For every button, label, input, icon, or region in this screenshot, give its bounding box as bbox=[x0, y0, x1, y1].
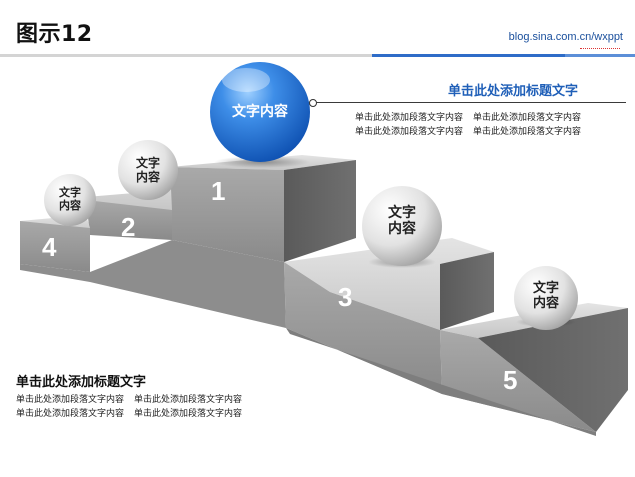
step-5-side bbox=[478, 308, 628, 432]
header-divider-blue-light bbox=[565, 54, 635, 57]
ball-4-label-line2: 内容 bbox=[59, 198, 81, 212]
base-front-right bbox=[286, 328, 596, 436]
right-paragraph-row: 单击此处添加段落文字内容单击此处添加段落文字内容 bbox=[355, 111, 591, 125]
right-paragraph-row: 单击此处添加段落文字内容单击此处添加段落文字内容 bbox=[355, 125, 591, 139]
connector-dot bbox=[309, 99, 317, 107]
left-paragraph-row: 单击此处添加段落文字内容单击此处添加段落文字内容 bbox=[16, 407, 252, 421]
left-paragraph-row: 单击此处添加段落文字内容单击此处添加段落文字内容 bbox=[16, 393, 252, 407]
step-1-side bbox=[284, 160, 356, 262]
right-heading-rule bbox=[316, 102, 626, 103]
ball-1-label-line1: 文字内容 bbox=[232, 104, 288, 120]
step-1-front bbox=[170, 167, 284, 262]
header-divider-gray bbox=[0, 54, 372, 57]
left-heading: 单击此处添加标题文字 bbox=[16, 375, 147, 390]
ball-4-label: 文字 内容 bbox=[50, 186, 90, 212]
ball-3-label-line1: 文字 bbox=[388, 205, 416, 221]
right-heading: 单击此处添加标题文字 bbox=[448, 84, 579, 99]
ball-3-label: 文字 内容 bbox=[372, 205, 432, 237]
header-divider-blue bbox=[372, 54, 635, 57]
ball-5-label-line2: 内容 bbox=[532, 295, 559, 311]
ball-3 bbox=[362, 186, 442, 266]
step-3-number: 3 bbox=[338, 282, 353, 312]
step-3-top bbox=[284, 238, 494, 330]
step-5-number: 5 bbox=[503, 365, 518, 395]
url-underline bbox=[580, 46, 620, 49]
step-3-block bbox=[284, 238, 494, 394]
ball-3-label-line2: 内容 bbox=[388, 221, 416, 238]
right-text-2: 单击此处添加段落文字内容 bbox=[473, 113, 582, 123]
right-text-1: 单击此处添加段落文字内容 bbox=[355, 113, 464, 123]
right-text-4: 单击此处添加段落文字内容 bbox=[473, 127, 582, 137]
left-text-1: 单击此处添加段落文字内容 bbox=[16, 395, 125, 405]
ball-4 bbox=[44, 174, 96, 226]
page-title: 图示12 bbox=[16, 22, 93, 47]
ball-5-label-line1: 文字 bbox=[532, 281, 559, 296]
left-text-2: 单击此处添加段落文字内容 bbox=[134, 395, 243, 405]
step-5-front bbox=[440, 330, 596, 432]
left-text-4: 单击此处添加段落文字内容 bbox=[134, 409, 243, 419]
step-3-side bbox=[440, 252, 494, 330]
ball-1-highlight bbox=[222, 68, 270, 92]
ball-2-label-line1: 文字 bbox=[135, 156, 160, 170]
ball-5-label: 文字 内容 bbox=[521, 281, 571, 312]
ball-2-label-line2: 内容 bbox=[135, 169, 160, 184]
step-1-number: 1 bbox=[211, 176, 226, 206]
source-url[interactable]: blog.sina.com.cn/wxppt bbox=[508, 31, 623, 43]
ball-4-label-line1: 文字 bbox=[59, 186, 81, 199]
right-paragraph: 单击此处添加段落文字内容单击此处添加段落文字内容 单击此处添加段落文字内容单击此… bbox=[355, 111, 591, 139]
left-text-3: 单击此处添加段落文字内容 bbox=[16, 409, 125, 419]
left-paragraph: 单击此处添加段落文字内容单击此处添加段落文字内容 单击此处添加段落文字内容单击此… bbox=[16, 393, 252, 421]
ball-1 bbox=[210, 62, 310, 162]
base-front-left bbox=[20, 240, 286, 328]
step-4-number: 4 bbox=[42, 232, 57, 262]
step-2-number: 2 bbox=[121, 212, 136, 242]
right-text-3: 单击此处添加段落文字内容 bbox=[355, 127, 464, 137]
ball-5 bbox=[514, 266, 578, 330]
ball-1-label: 文字内容 bbox=[215, 104, 305, 120]
step-3-front bbox=[284, 262, 442, 394]
step-4-front bbox=[20, 221, 90, 272]
ball-2-label: 文字 内容 bbox=[125, 156, 171, 185]
step-2-front bbox=[86, 200, 172, 240]
ball-1-shadow bbox=[214, 156, 310, 168]
ball-2 bbox=[118, 140, 178, 200]
